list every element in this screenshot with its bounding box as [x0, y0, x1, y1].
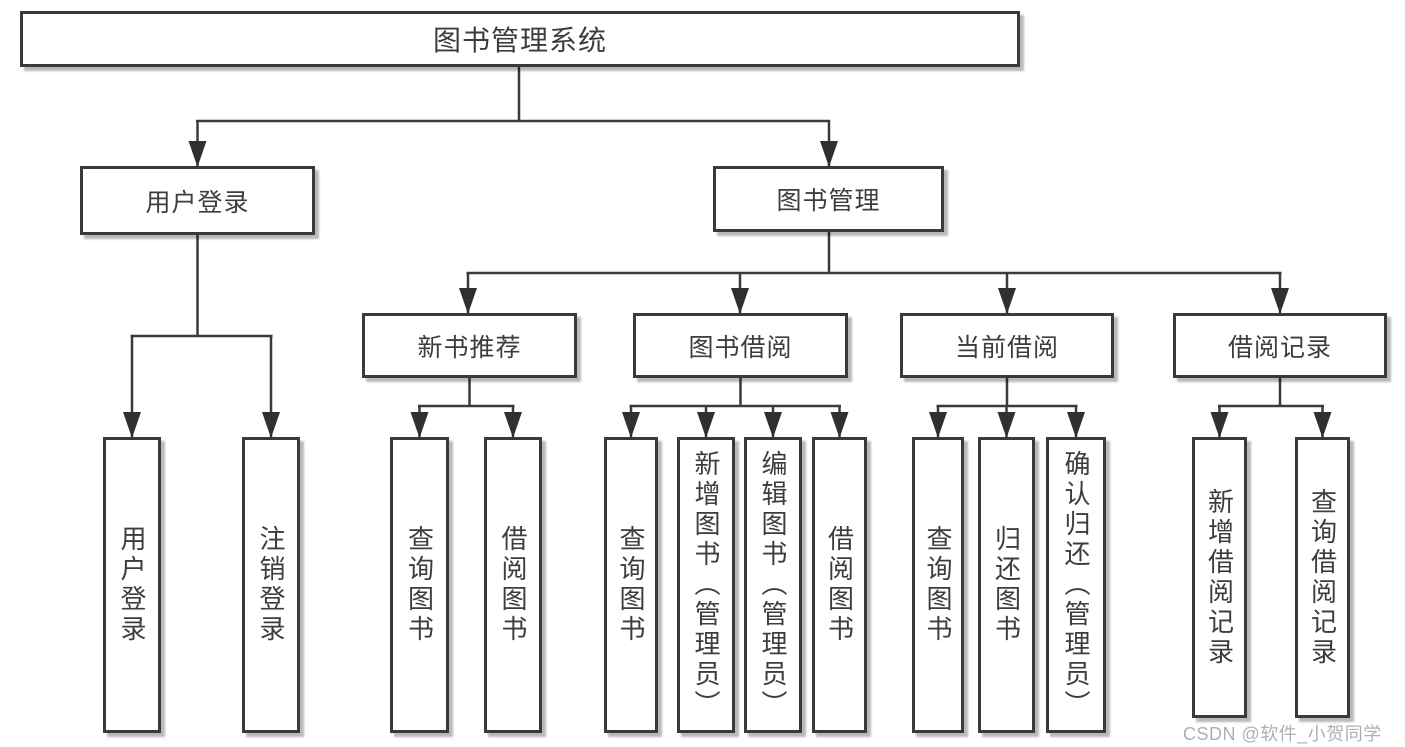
leaf-user-login: 用户登录	[103, 437, 161, 733]
node-book-borrow: 图书借阅	[633, 313, 848, 378]
leaf-user-login-label: 用户登录	[117, 525, 147, 645]
leaf-edit-books-admin-label: 编辑图书（管理员）	[758, 450, 788, 720]
connector-login-to-leaves	[123, 235, 280, 438]
connector-current-to-leaves	[929, 378, 1085, 438]
node-user-login: 用户登录	[80, 166, 315, 235]
node-new-book-recommend-label: 新书推荐	[417, 333, 522, 362]
leaf-return-books: 归还图书	[978, 437, 1035, 733]
node-current-borrow: 当前借阅	[900, 313, 1114, 378]
leaf-query-books-recommend-label: 查询图书	[404, 525, 435, 645]
leaf-borrow-books-label: 借阅图书	[824, 525, 855, 645]
csdn-watermark: CSDN @软件_小贺同学	[1183, 724, 1382, 744]
node-book-management-label: 图书管理	[776, 187, 881, 215]
connector-borrow-to-leaves	[622, 378, 849, 438]
connector-root-to-level2	[188, 67, 838, 167]
leaf-add-books-admin: 新增图书（管理员）	[677, 437, 735, 733]
leaf-add-borrow-record-label: 新增借阅记录	[1204, 487, 1235, 668]
connector-recommend-to-leaves	[410, 378, 522, 438]
leaf-edit-books-admin: 编辑图书（管理员）	[744, 437, 802, 733]
connector-management-to-level3	[459, 232, 1289, 314]
node-book-borrow-label: 图书借阅	[688, 333, 793, 362]
leaf-borrow-books: 借阅图书	[812, 437, 867, 733]
leaf-query-books-current: 查询图书	[912, 437, 964, 733]
node-new-book-recommend: 新书推荐	[362, 313, 577, 378]
node-root-system-label: 图书管理系统	[432, 25, 607, 56]
leaf-confirm-return-admin: 确认归还（管理员）	[1046, 437, 1106, 733]
node-current-borrow-label: 当前借阅	[954, 333, 1059, 362]
node-book-management: 图书管理	[713, 166, 944, 232]
leaf-add-borrow-record: 新增借阅记录	[1192, 437, 1247, 718]
leaf-query-books-recommend: 查询图书	[390, 437, 449, 733]
connector-records-to-leaves	[1210, 378, 1332, 438]
leaf-logout: 注销登录	[242, 437, 300, 733]
leaf-query-borrow-record-label: 查询借阅记录	[1307, 487, 1338, 668]
leaf-return-books-label: 归还图书	[991, 525, 1022, 645]
leaf-query-books-borrow-label: 查询图书	[616, 525, 646, 645]
node-borrow-records-label: 借阅记录	[1227, 333, 1332, 362]
leaf-query-books-borrow: 查询图书	[604, 437, 658, 733]
leaf-borrow-books-recommend: 借阅图书	[484, 437, 542, 733]
node-user-login-label: 用户登录	[145, 188, 250, 217]
leaf-query-borrow-record: 查询借阅记录	[1295, 437, 1350, 718]
leaf-add-books-admin-label: 新增图书（管理员）	[691, 450, 721, 720]
node-borrow-records: 借阅记录	[1173, 313, 1387, 378]
leaf-query-books-current-label: 查询图书	[923, 525, 953, 645]
leaf-confirm-return-admin-label: 确认归还（管理员）	[1061, 450, 1091, 720]
node-root-system: 图书管理系统	[20, 11, 1020, 67]
leaf-borrow-books-recommend-label: 借阅图书	[498, 525, 528, 645]
leaf-logout-label: 注销登录	[256, 525, 286, 645]
